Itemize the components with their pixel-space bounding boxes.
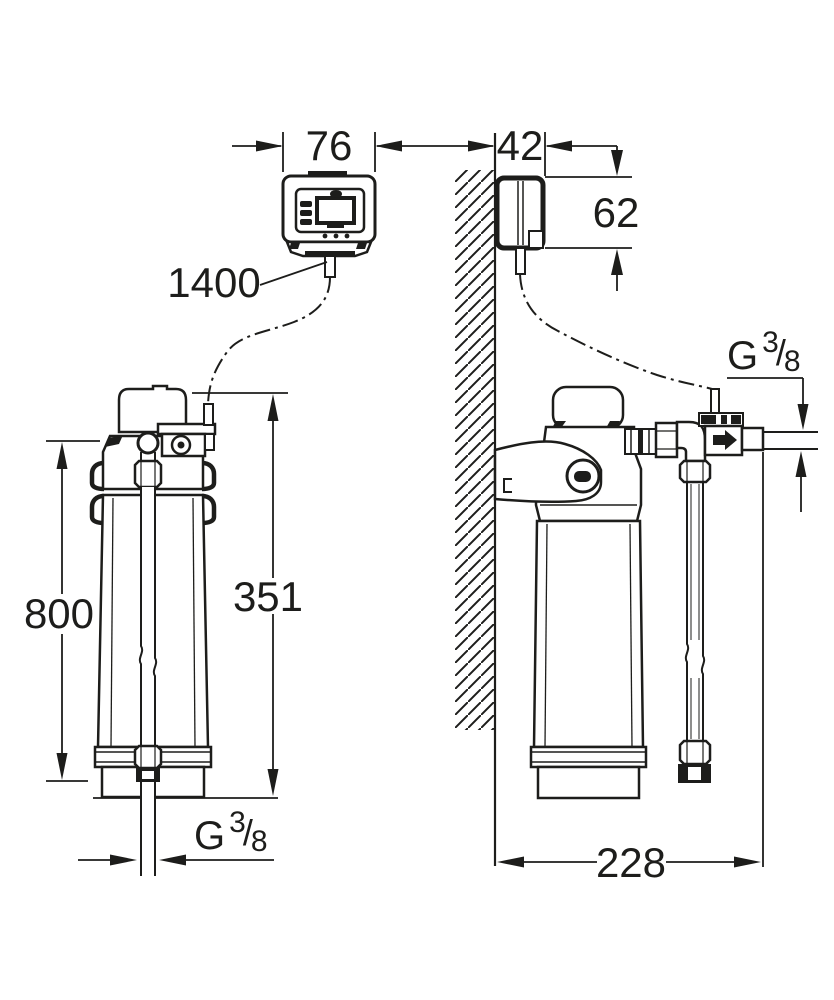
mounting-clips (89, 460, 217, 526)
dim-clearance-width: 228 (596, 839, 666, 886)
hose-edge (684, 482, 690, 741)
cable-outlet-side (515, 247, 526, 275)
arrowhead-icon (497, 856, 524, 868)
dim-controller-height: 62 (593, 189, 640, 236)
arrowhead-icon (267, 394, 279, 421)
sensor-cables (207, 273, 713, 405)
filter-side-view (493, 385, 648, 800)
hose-edge (138, 487, 144, 746)
controller-front-view (281, 171, 377, 278)
head-connector-step (204, 433, 215, 451)
arrowhead-icon (56, 753, 68, 780)
arrowhead-icon (56, 442, 68, 469)
wall-hatch-icon (455, 170, 495, 730)
bracket-knob-slot (574, 471, 591, 482)
arrowhead-icon (159, 854, 186, 866)
arrowhead-icon (797, 404, 809, 430)
controller-side-view (494, 175, 546, 275)
dim-filter-height: 351 (233, 573, 303, 620)
head-mark (105, 435, 123, 447)
cable-plug-front (203, 403, 214, 426)
hose-edge (700, 482, 706, 741)
arrowhead-icon (468, 140, 495, 152)
filter-body-front (96, 493, 210, 749)
arrowhead-icon (267, 769, 279, 796)
inlet-valve-assembly (624, 388, 818, 463)
arrowhead-icon (611, 249, 623, 275)
arrowhead-icon (611, 150, 623, 176)
elbow-fitting (675, 420, 707, 463)
base-mark-left (289, 243, 300, 249)
arrowhead-icon (795, 451, 807, 477)
hose-elbow (136, 431, 160, 455)
dim-hose-length: 800 (24, 590, 94, 637)
arrowhead-icon (734, 856, 761, 868)
hose-nut-top (133, 459, 163, 489)
base-mark-right (356, 243, 367, 249)
sensor-dot-icon (330, 190, 342, 198)
filter-hose-front (133, 452, 163, 877)
hose-edge (152, 487, 158, 746)
cable-outlet-front (324, 255, 336, 278)
dim-controller-depth: 42 (497, 122, 544, 169)
wall-section (455, 133, 497, 866)
outlet-adapter (740, 426, 765, 452)
filter-front-view (89, 384, 217, 877)
cable-front-curve (207, 276, 331, 405)
controller-base-bar (305, 251, 355, 256)
hose-nut-lower (678, 739, 712, 766)
filter-body-side (532, 519, 645, 749)
flow-arrow-icon (713, 430, 737, 450)
union-nut (654, 421, 679, 459)
filter-band-side (529, 745, 648, 769)
controller-side-detail (528, 230, 544, 249)
dim-cable-length: 1400 (167, 259, 260, 306)
cable-plug-side (710, 388, 720, 414)
filter-head-cap-front (117, 384, 188, 434)
hose-nut-bottom (133, 744, 163, 770)
hose-nut-upper (678, 459, 712, 484)
dim-controller-width: 76 (306, 122, 353, 169)
arrowhead-icon (256, 140, 283, 152)
dimension-annotations (46, 132, 809, 868)
cable-side-curve (519, 273, 713, 390)
wall-anchor-mark (503, 478, 512, 493)
filter-base-cup-side (536, 765, 641, 800)
controller-buttons (300, 201, 350, 239)
outlet-hose-side (678, 459, 712, 783)
controller-display (315, 196, 356, 225)
arrowhead-icon (110, 854, 137, 866)
